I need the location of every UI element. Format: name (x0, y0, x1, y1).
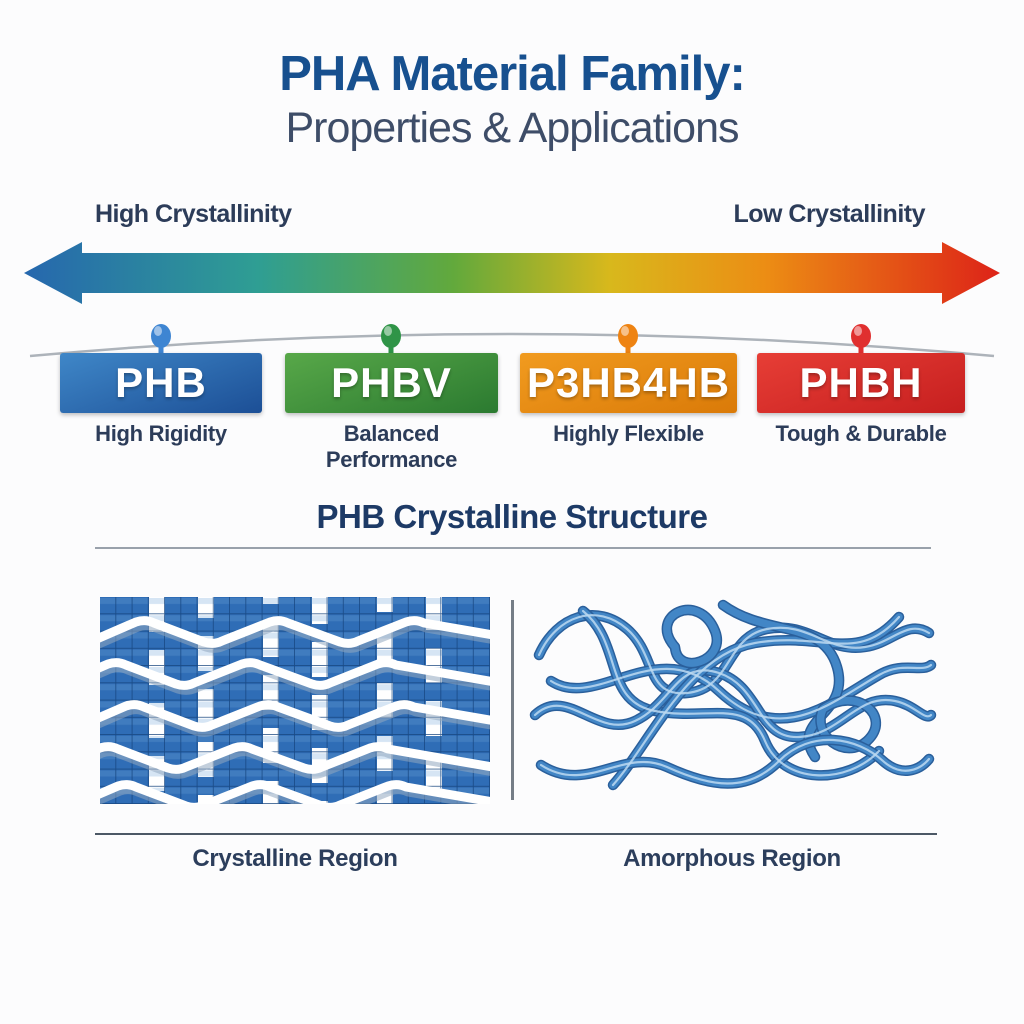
material-name: P3HB4HB (526, 359, 731, 406)
low-crystallinity-label: Low Crystallinity (733, 200, 925, 228)
amorphous-structure-graphic (527, 589, 937, 807)
material-box-phbv: PHBV (285, 353, 498, 413)
material-name: PHB (115, 359, 207, 406)
material-box-phb: PHB (60, 353, 262, 413)
material-box-phbh: PHBH (757, 353, 965, 413)
material-name: PHBH (799, 359, 923, 406)
page-subtitle: Properties & Applications (285, 104, 739, 152)
pin-icon (851, 324, 871, 354)
pin-icon (381, 324, 401, 354)
crystallinity-gradient-arrow-icon (24, 242, 1000, 304)
amorphous-region-caption: Amorphous Region (623, 845, 841, 872)
material-property-phb: High Rigidity (95, 421, 227, 446)
crystalline-region-caption: Crystalline Region (192, 845, 398, 872)
pin-icon (618, 324, 638, 354)
high-crystallinity-label: High Crystallinity (95, 200, 292, 228)
pin-icon (151, 324, 171, 354)
section-title: PHB Crystalline Structure (316, 498, 708, 535)
material-property-p3hb4hb: Highly Flexible (553, 421, 704, 446)
material-box-p3hb4hb: P3HB4HB (520, 353, 737, 413)
crystalline-structure-graphic (100, 597, 490, 804)
page-title: PHA Material Family: (279, 47, 746, 101)
material-property-phbv: Balanced Performance (325, 421, 458, 472)
connector-curve (29, 324, 995, 358)
section-divider-line (95, 547, 931, 549)
caption-divider-line (95, 833, 937, 835)
panel-divider-line (511, 600, 514, 800)
material-property-phbh: Tough & Durable (775, 421, 947, 446)
material-name: PHBV (331, 359, 452, 406)
